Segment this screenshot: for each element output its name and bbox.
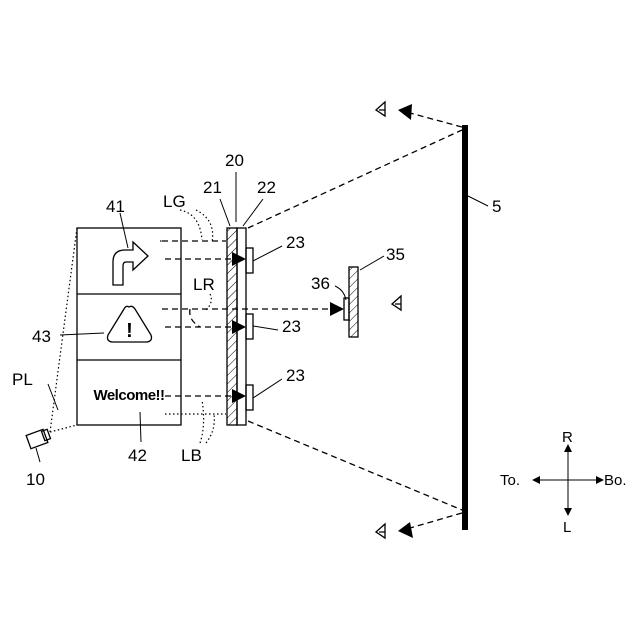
warning-glyph: ! <box>126 320 133 342</box>
compass-right: Bo. <box>604 472 627 489</box>
label-35: 35 <box>386 245 405 264</box>
label-23-mid: 23 <box>282 317 301 336</box>
label-lg: LG <box>163 192 186 211</box>
label-42: 42 <box>128 446 147 465</box>
eye-icon <box>392 296 401 310</box>
eye-icon <box>376 102 385 116</box>
eye-icon <box>376 524 385 538</box>
mirror <box>344 267 358 337</box>
label-lr: LR <box>193 275 215 294</box>
windshield: 5 <box>465 125 501 530</box>
direction-compass: R L To. Bo. <box>500 429 627 536</box>
label-36: 36 <box>311 274 330 293</box>
windshield-label: 5 <box>492 197 501 216</box>
light-paths <box>160 241 344 414</box>
label-pl: PL <box>12 370 33 389</box>
warning-triangle-icon: ! <box>108 306 152 342</box>
label-23-bottom: 23 <box>286 366 305 385</box>
label-20: 20 <box>225 151 244 170</box>
label-22: 22 <box>257 178 276 197</box>
label-23-top: 23 <box>286 233 305 252</box>
label-43: 43 <box>32 327 51 346</box>
label-21: 21 <box>203 178 222 197</box>
label-10: 10 <box>26 470 45 489</box>
compass-down: L <box>563 519 571 536</box>
camera-projector-icon <box>26 429 50 448</box>
welcome-text: Welcome!! <box>93 387 164 404</box>
label-41: 41 <box>106 197 125 216</box>
compass-left: To. <box>500 472 520 489</box>
label-lb: LB <box>181 446 202 465</box>
compass-up: R <box>562 429 573 446</box>
turn-right-arrow-icon <box>113 242 148 285</box>
